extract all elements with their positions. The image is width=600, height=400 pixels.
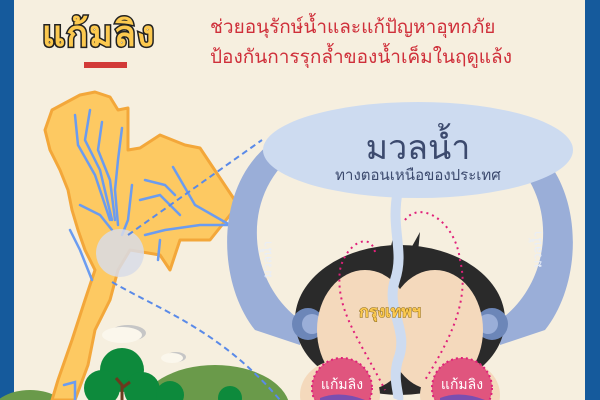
title-underline — [84, 62, 127, 68]
zoom-lines — [111, 139, 281, 400]
right-arm-label: มวลน้ำ — [530, 231, 545, 268]
left-arm-label: มวลน้ำ — [260, 241, 275, 278]
cloud-title: มวลน้ำ — [365, 128, 471, 168]
right-border — [585, 0, 600, 400]
bangkok-highlight-circle — [96, 229, 144, 277]
thailand-map-icon — [43, 90, 240, 400]
headline-line-2: ป้องกันการรุกล้ำของน้ำเค็มในฤดูแล้ง — [210, 46, 512, 68]
monkey-cheek-icons — [311, 357, 493, 400]
water-mass-cloud — [263, 102, 573, 198]
left-border — [0, 0, 14, 400]
chao-phraya-river — [387, 189, 407, 400]
tree-icon — [84, 348, 242, 400]
bangkok-label: กรุงเทพฯ — [359, 302, 422, 322]
left-cheek-label: แก้มลิง — [320, 377, 364, 393]
cloud-subtitle: ทางตอนเหนือของประเทศ — [335, 166, 501, 184]
headline: ช่วยอนุรักษ์น้ำและแก้ปัญหาอุทกภัย ป้องกั… — [210, 12, 512, 72]
headline-line-1: ช่วยอนุรักษ์น้ำและแก้ปัญหาอุทกภัย — [210, 16, 496, 38]
right-cheek-label: แก้มลิง — [440, 377, 484, 393]
water-flow-arcs — [227, 140, 573, 345]
page-title: แก้มลิง — [40, 13, 156, 57]
dotted-flow-paths — [338, 211, 464, 391]
cloud-icon — [102, 325, 186, 363]
